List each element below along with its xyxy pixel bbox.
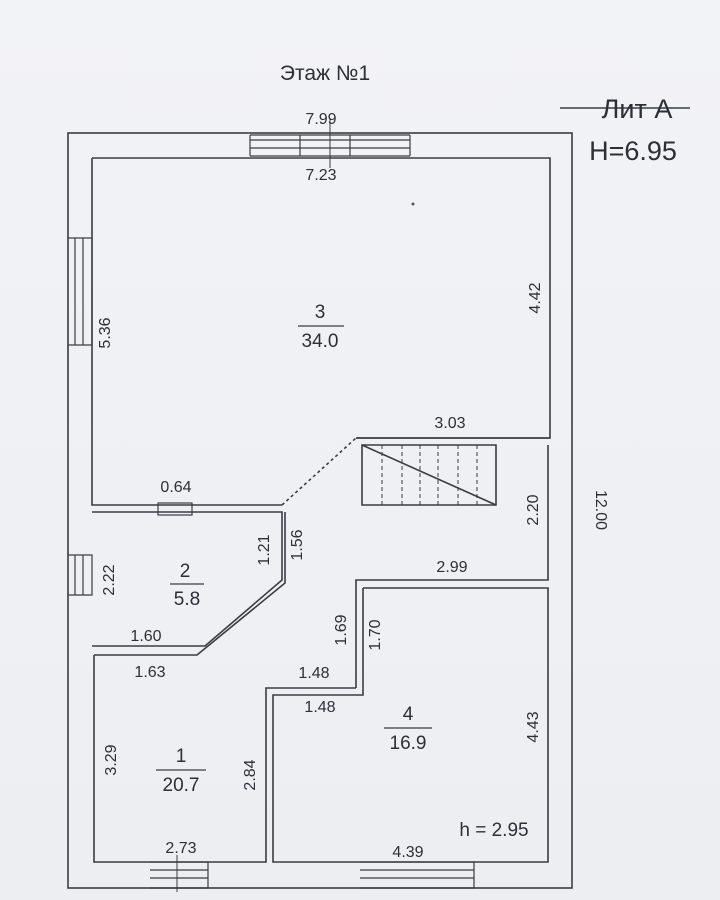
dim-room1-left: 3.29: [103, 744, 120, 775]
dim-room1-bottom: 2.73: [165, 840, 196, 857]
building-height: H=6.95: [589, 136, 677, 166]
dim-step-bottom: 1.48: [304, 699, 335, 716]
stair-arrow-line: [361, 444, 497, 506]
dim-stair-right: 2.20: [525, 494, 542, 525]
window-bottom-4: [360, 861, 475, 889]
dim-top-outer: 7.99: [305, 111, 336, 128]
ceiling-height: h = 2.95: [459, 820, 528, 841]
room3-number: 3: [315, 302, 326, 323]
room1-area: 20.7: [163, 775, 200, 796]
floor-title: Этаж №1: [280, 62, 370, 85]
room2-number: 2: [180, 561, 191, 582]
hall-left-wall: [94, 512, 286, 656]
building-label: Лит А: [602, 94, 673, 124]
dim-top-inner: 7.23: [305, 167, 336, 184]
window-bottom-1: [150, 861, 209, 889]
room1-wall: [93, 655, 356, 863]
room3-wall: [92, 157, 551, 439]
partition-marker: [157, 502, 193, 516]
dim-room3-right: 4.42: [527, 282, 544, 313]
dim-room3-left: 5.36: [97, 317, 114, 348]
dim-hall-right: 1.70: [367, 619, 384, 650]
room3-left-wall: [91, 158, 282, 506]
dim-step-top: 1.48: [298, 665, 329, 682]
dim-overall-height: 12.00: [592, 490, 609, 530]
dim-hall-left: 1.69: [333, 614, 350, 645]
dim-room4-bottom: 4.39: [392, 844, 423, 861]
room4-wall: [272, 587, 549, 863]
window-left-small: [68, 554, 93, 596]
room1-number: 1: [176, 746, 187, 767]
dim-hall-width: 2.99: [436, 559, 467, 576]
window-left: [68, 237, 93, 346]
outer-wall: [67, 132, 573, 889]
hall-boundary: [281, 437, 357, 506]
dim-room2-right: 1.21: [256, 534, 273, 565]
dim-room2-bottom: 1.60: [130, 628, 161, 645]
dim-hall-diag: 1.56: [289, 529, 306, 560]
dim-room4-right: 4.43: [525, 711, 542, 742]
stair-wall: [355, 437, 550, 688]
room4-area: 16.9: [390, 733, 427, 754]
dim-room2-left: 2.22: [101, 564, 118, 595]
room4-number: 4: [403, 704, 414, 725]
dim-stair-width: 3.03: [434, 415, 465, 432]
room2-wall: [92, 511, 283, 647]
room2-area: 5.8: [174, 589, 200, 610]
dim-room1-right: 2.84: [242, 759, 259, 790]
dim-partition-top: 0.64: [160, 479, 191, 496]
room3-area: 34.0: [302, 331, 339, 352]
dim-room1-top: 1.63: [134, 664, 165, 681]
